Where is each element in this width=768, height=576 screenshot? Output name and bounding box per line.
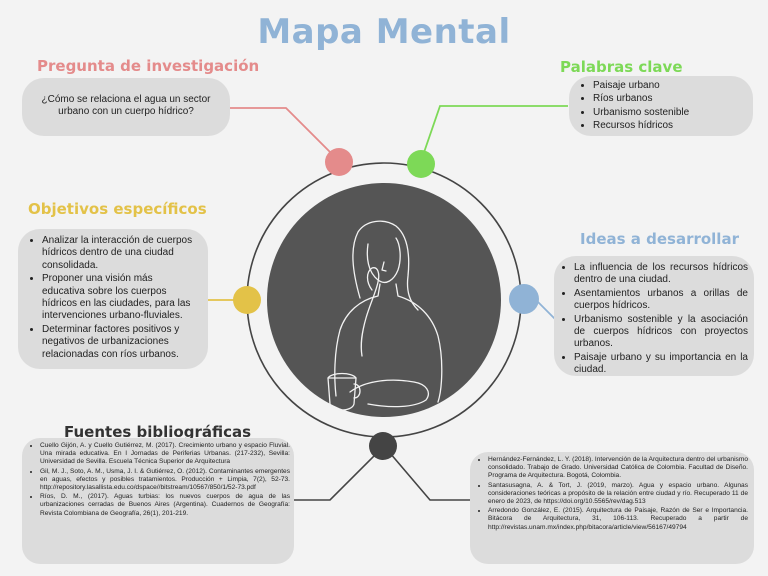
palabras-node <box>407 150 435 178</box>
reference-item: Cuello Gijón, A. y Cuello Gutiérrez, M. … <box>40 442 290 467</box>
reference-item: Hernández-Fernández, L. Y. (2018). Inter… <box>488 456 748 481</box>
reference-item: Arredondo González, E. (2015). Arquitect… <box>488 507 748 532</box>
ideas-item: La influencia de los recursos hídricos d… <box>574 262 748 287</box>
fuentes-heading: Fuentes bibliográficas <box>64 423 252 441</box>
reference-item: Ríos, D. M., (2017). Aguas turbias: los … <box>40 493 290 518</box>
palabras-item: Urbanismo sostenible <box>593 107 743 119</box>
ideas-item: Paisaje urbano y su importancia en la ci… <box>574 352 748 377</box>
fuentes-connector-left <box>292 445 385 501</box>
pregunta-connector <box>230 107 341 163</box>
pregunta-node <box>325 148 353 176</box>
ideas-item: Urbanismo sostenible y la asociación de … <box>574 314 748 351</box>
fuentes-node <box>369 432 397 460</box>
reference-item: Gil, M. J., Soto, A. M., Usma, J. I. & G… <box>40 468 290 493</box>
ideas-item: Asentamientos urbanos a orillas de cuerp… <box>574 288 748 313</box>
center-circle <box>267 183 501 417</box>
fuentes-box-right: Hernández-Fernández, L. Y. (2018). Inter… <box>470 452 754 564</box>
palabras-connector <box>419 105 568 165</box>
ideas-box: La influencia de los recursos hídricos d… <box>554 256 754 376</box>
objetivos-heading: Objetivos específicos <box>28 200 207 218</box>
palabras-item: Ríos urbanos <box>593 93 743 105</box>
objetivos-item: Determinar factores positivos y negativo… <box>42 324 198 361</box>
pregunta-box: ¿Cómo se relaciona el agua un sector urb… <box>22 78 230 136</box>
ideas-node <box>509 284 539 314</box>
pregunta-text: ¿Cómo se relaciona el agua un sector urb… <box>41 94 211 118</box>
page-title: Mapa Mental <box>257 12 511 52</box>
fuentes-box-left: Cuello Gijón, A. y Cuello Gutiérrez, M. … <box>22 438 294 564</box>
reference-item: Santasusagna, A. & Tort, J. (2019, marzo… <box>488 482 748 507</box>
palabras-heading: Palabras clave <box>560 58 683 76</box>
fuentes-connector-right <box>383 445 470 501</box>
palabras-item: Paisaje urbano <box>593 80 743 92</box>
ideas-connector <box>535 299 557 321</box>
objetivos-item: Proponer una visión más educativa sobre … <box>42 273 198 323</box>
objetivos-node <box>233 286 261 314</box>
objetivos-item: Analizar la interacción de cuerpos hídri… <box>42 235 198 272</box>
palabras-item: Recursos hídricos <box>593 120 743 132</box>
ideas-heading: Ideas a desarrollar <box>580 230 739 248</box>
woman-thinking-illustration <box>327 220 443 411</box>
objetivos-box: Analizar la interacción de cuerpos hídri… <box>18 229 208 369</box>
pregunta-heading: Pregunta de investigación <box>37 57 260 75</box>
palabras-box: Paisaje urbano Ríos urbanos Urbanismo so… <box>569 76 753 136</box>
